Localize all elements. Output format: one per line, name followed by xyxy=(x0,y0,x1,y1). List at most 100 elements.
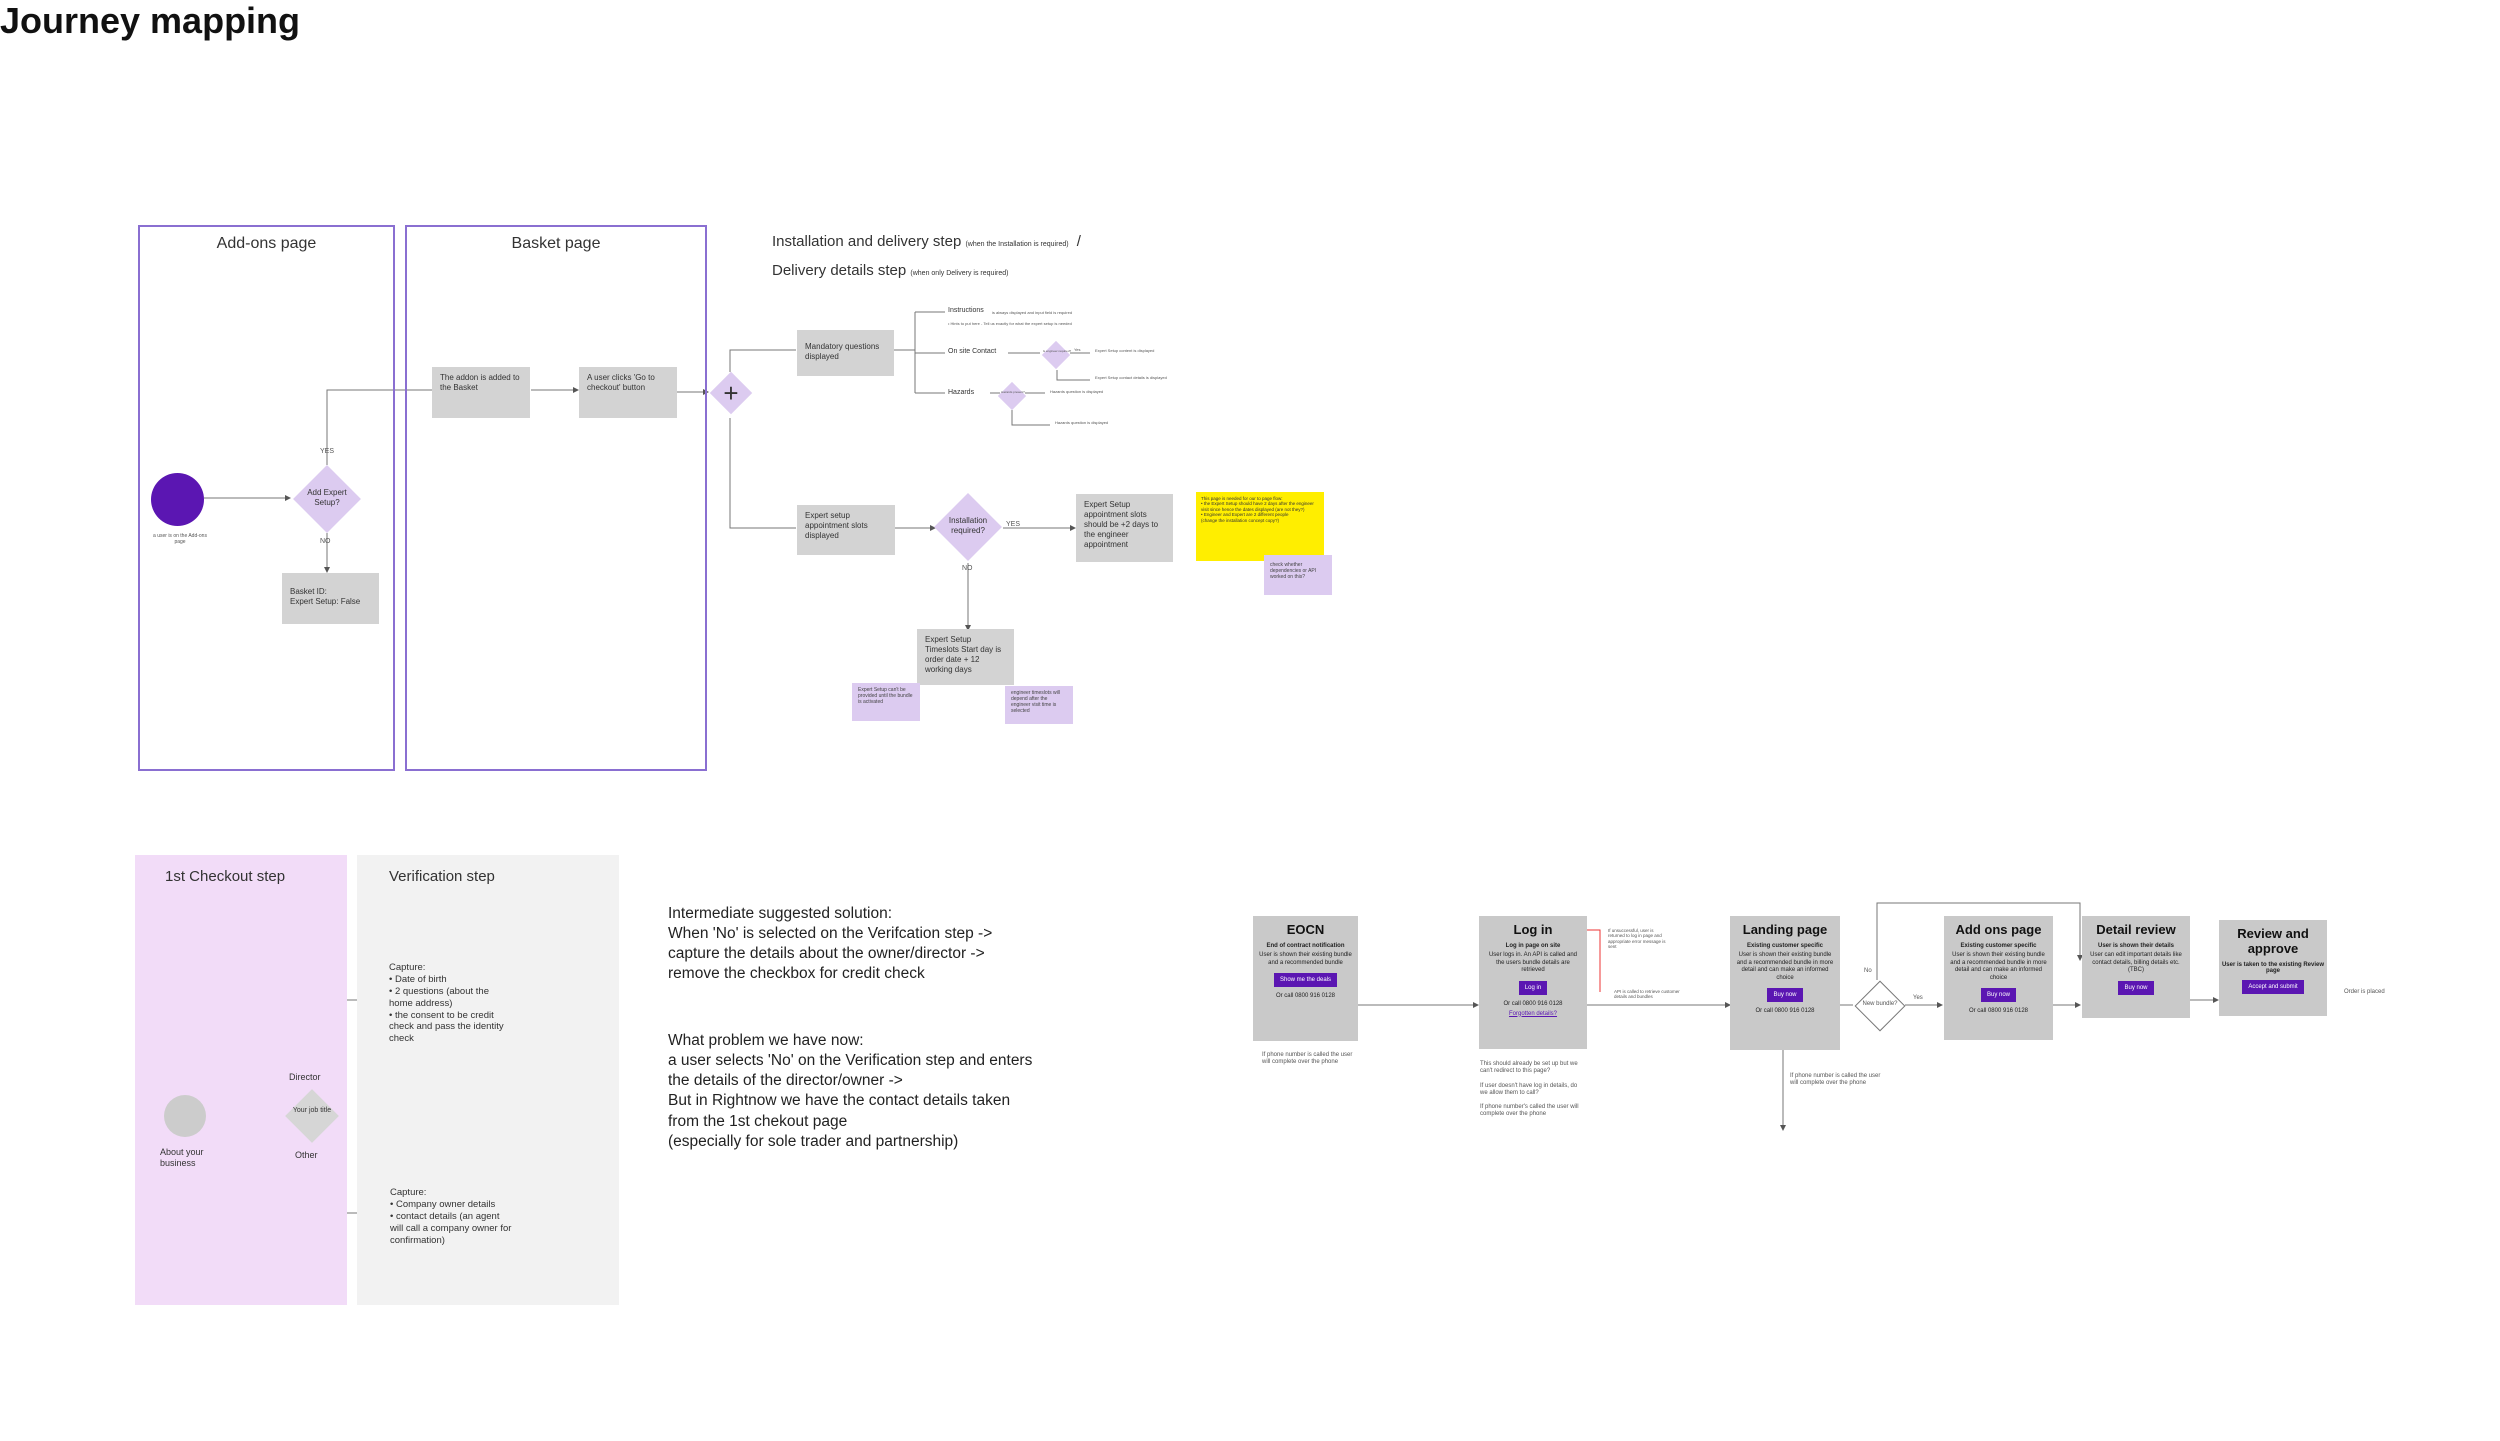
review-approve-title: Review and approve xyxy=(2237,926,2309,956)
timeslots-box: Expert Setup Timeslots Start day is orde… xyxy=(917,629,1014,685)
header-slash: / xyxy=(1076,233,1081,250)
delivery-header-text: Delivery details step xyxy=(772,262,907,279)
other-label: Other xyxy=(295,1150,318,1160)
landing-title: Landing page xyxy=(1742,922,1828,937)
eocn-card: EOCN End of contract notification User i… xyxy=(1253,916,1358,1041)
addons-lane: Add-ons page xyxy=(138,225,395,771)
addons-desc: User is shown their existing bundle and … xyxy=(1950,952,2047,981)
addons-card: Add ons page Existing customer specific … xyxy=(1944,916,2053,1040)
eocn-call: Or call 0800 916 0128 xyxy=(1275,993,1336,999)
review-approve-card: Review and approve User is taken to the … xyxy=(2219,920,2327,1016)
capture-other: Capture: • Company owner details • conta… xyxy=(390,1187,512,1246)
addons-title: Add ons page xyxy=(1955,922,2042,937)
checkout-step-lane: 1st Checkout step xyxy=(135,855,347,1305)
addons-sub: Existing customer specific xyxy=(1960,943,2037,949)
about-label: About your business xyxy=(160,1147,204,1169)
delivery-header: Delivery details step (when only Deliver… xyxy=(772,262,1008,279)
yes-label: YES xyxy=(320,448,335,455)
login-sub: Log in page on site xyxy=(1505,943,1561,949)
eocn-sub: End of contract notification xyxy=(1266,943,1345,949)
onsite-yes: Yes xyxy=(1074,347,1081,352)
install-yes-label: YES xyxy=(1006,521,1021,528)
installation-header: Installation and delivery step (when the… xyxy=(772,233,1081,250)
addons-buy-button[interactable]: Buy now xyxy=(1980,988,2016,1002)
instructions-note: is always displayed and input field is r… xyxy=(992,310,1073,315)
red-note: If unsuccessful, user is returned to log… xyxy=(1608,928,1666,950)
forgotten-details-link[interactable]: Forgotten details? xyxy=(1508,1010,1558,1017)
show-deals-button[interactable]: Show me the deals xyxy=(1273,973,1338,987)
landing-desc: User is shown their existing bundle and … xyxy=(1736,952,1834,981)
note-right: engineer timeslots will depend after the… xyxy=(1005,686,1073,724)
delivery-header-note: (when only Delivery is required) xyxy=(910,270,1009,277)
director-label: Director xyxy=(289,1072,321,1082)
review-approve-sub: User is taken to the existing Review pag… xyxy=(2221,962,2325,974)
checkout-step-title: 1st Checkout step xyxy=(165,868,286,885)
hazards-note2: Hazards question is displayed xyxy=(1055,420,1109,425)
eocn-desc: User is shown their existing bundle and … xyxy=(1259,952,1352,966)
go-checkout-box: A user clicks 'Go to checkout' button xyxy=(579,367,677,418)
expert-text-box: Expert Setup appointment slots should be… xyxy=(1076,494,1173,562)
detail-review-title: Detail review xyxy=(2096,922,2176,937)
installation-header-text: Installation and delivery step xyxy=(772,233,962,250)
install-decision-label: Installation required? xyxy=(948,516,988,535)
verification-step-title: Verification step xyxy=(389,868,495,885)
onsite-note1: Expert Setup content is displayed xyxy=(1095,348,1155,353)
detail-buy-button[interactable]: Buy now xyxy=(2118,980,2154,995)
new-bundle-no: No xyxy=(1864,968,1872,974)
landing-call: Or call 0800 916 0128 xyxy=(1755,1008,1815,1014)
detail-review-card: Detail review User is shown their detail… xyxy=(2082,916,2190,1018)
instructions-sub: • Hints to put here - Tell us exactly fo… xyxy=(948,321,1072,326)
hazards-decision-label: Hazards present? xyxy=(1001,390,1025,394)
plus-icon: + xyxy=(723,378,739,408)
basket-lane-title: Basket page xyxy=(511,235,601,252)
basket-id-box: Basket ID: Expert Setup: False xyxy=(282,573,379,624)
capture-director: Capture: • Date of birth • 2 questions (… xyxy=(389,962,504,1045)
eocn-title: EOCN xyxy=(1286,922,1325,937)
install-no-label: NO xyxy=(962,565,973,572)
verification-step-lane: Verification step xyxy=(357,855,619,1305)
page-title: Journey mapping xyxy=(0,0,301,41)
about-circle xyxy=(164,1095,206,1137)
expert-slots-box: Expert setup appointment slots displayed xyxy=(797,505,895,555)
onsite-note2: Expert Setup contact details is displaye… xyxy=(1095,375,1167,380)
order-placed-label: Order is placed xyxy=(2344,989,2385,995)
basket-lane: Basket page xyxy=(405,225,707,771)
login-desc: User logs in. An API is called and the u… xyxy=(1488,952,1578,973)
expert-decision-label: Add Expert Setup? xyxy=(307,488,347,507)
hazards-note1: Hazards question is displayed xyxy=(1050,389,1104,394)
new-bundle-label: New bundle? xyxy=(1862,1001,1898,1007)
instructions-label: Instructions xyxy=(948,307,984,314)
yellow-sticky-note: This page is needed for our to page flow… xyxy=(1196,492,1324,561)
onsite-label: On site Contact xyxy=(948,348,997,355)
basket-id-text: Basket ID: Expert Setup: False xyxy=(290,587,361,606)
landing-buy-button[interactable]: Buy now xyxy=(1767,988,1803,1002)
installation-header-note: (when the Installation is required) xyxy=(965,241,1069,248)
login-call: Or call 0800 916 0128 xyxy=(1503,1000,1563,1007)
login-card: Log in Log in page on site User logs in.… xyxy=(1479,916,1587,1049)
job-decision-label: Your job title xyxy=(292,1107,332,1114)
new-bundle-yes: Yes xyxy=(1913,995,1923,1001)
login-title: Log in xyxy=(1513,922,1553,937)
start-circle xyxy=(151,473,204,526)
addon-added-box: The addon is added to the Basket xyxy=(432,367,530,418)
suggested-solution: Intermediate suggested solution: When 'N… xyxy=(668,905,993,983)
landing-note: If phone number is called the user will … xyxy=(1790,1073,1881,1087)
login-button[interactable]: Log in xyxy=(1518,980,1548,995)
accept-submit-button[interactable]: Accept and submit xyxy=(2242,980,2304,994)
onsite-decision-label: Is engineer required? xyxy=(1042,349,1072,353)
hazards-label: Hazards xyxy=(948,389,975,396)
detail-review-desc: User can edit important details like con… xyxy=(2090,952,2182,973)
detail-review-sub: User is shown their details xyxy=(2097,943,2175,949)
eocn-note: If phone number is called the user will … xyxy=(1262,1052,1353,1066)
addons-lane-title: Add-ons page xyxy=(216,235,317,252)
check-note: check whether dependencies or API worked… xyxy=(1264,555,1332,595)
current-problem: What problem we have now: a user selects… xyxy=(668,1032,1033,1150)
landing-sub: Existing customer specific xyxy=(1746,943,1824,949)
mandatory-questions-box: Mandatory questions displayed xyxy=(797,330,894,376)
api-note: API is called to retrieve customer detai… xyxy=(1614,989,1680,1000)
note-left: Expert Setup can't be provided until the… xyxy=(852,683,920,721)
login-notes: This should already be set up but we can… xyxy=(1480,1061,1579,1118)
landing-card: Landing page Existing customer specific … xyxy=(1730,916,1840,1050)
start-label: a user is on the Add-ons page xyxy=(153,533,207,545)
no-label: NO xyxy=(320,538,331,545)
